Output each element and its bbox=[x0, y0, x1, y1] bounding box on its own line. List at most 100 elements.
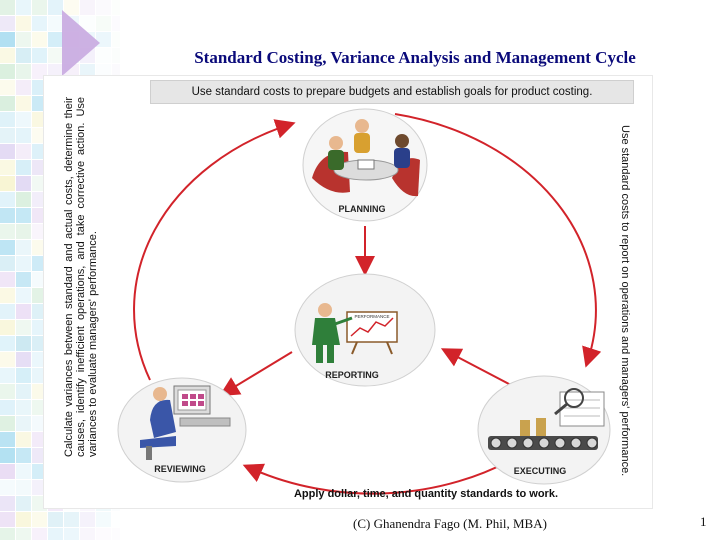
mosaic-tile bbox=[0, 352, 15, 367]
mosaic-tile bbox=[32, 16, 47, 31]
mosaic-tile bbox=[32, 208, 47, 223]
mosaic-tile bbox=[0, 176, 15, 191]
mosaic-tile bbox=[0, 496, 15, 511]
mosaic-tile bbox=[32, 128, 47, 143]
mosaic-tile bbox=[32, 448, 47, 463]
mosaic-tile bbox=[96, 48, 111, 63]
stage-label-reviewing: REVIEWING bbox=[154, 464, 206, 474]
mosaic-tile bbox=[32, 528, 47, 540]
mosaic-tile bbox=[0, 144, 15, 159]
mosaic-tile bbox=[16, 272, 31, 287]
mosaic-tile bbox=[16, 336, 31, 351]
mosaic-tile bbox=[96, 16, 111, 31]
mosaic-tile bbox=[16, 368, 31, 383]
caption-executing-report: Use standard costs to report on operatio… bbox=[619, 125, 631, 477]
mosaic-tile bbox=[32, 256, 47, 271]
mosaic-tile bbox=[16, 80, 31, 95]
cycle-arrow-executing-reviewing bbox=[242, 454, 521, 495]
performance-chart-label: PERFORMANCE bbox=[354, 314, 389, 319]
mosaic-tile bbox=[64, 528, 79, 540]
mosaic-tile bbox=[32, 176, 47, 191]
mosaic-tile bbox=[0, 32, 15, 47]
mosaic-tile bbox=[32, 352, 47, 367]
mosaic-tile bbox=[32, 80, 47, 95]
mosaic-tile bbox=[16, 16, 31, 31]
mosaic-tile bbox=[16, 464, 31, 479]
mosaic-tile bbox=[16, 240, 31, 255]
mosaic-tile bbox=[0, 400, 15, 415]
mosaic-tile bbox=[80, 0, 95, 15]
mosaic-tile bbox=[32, 432, 47, 447]
mosaic-tile bbox=[0, 96, 15, 111]
mosaic-tile bbox=[0, 320, 15, 335]
mosaic-tile bbox=[32, 48, 47, 63]
mosaic-tile bbox=[32, 480, 47, 495]
mosaic-tile bbox=[0, 512, 15, 527]
executing-illustration: EXECUTING bbox=[477, 375, 611, 485]
cycle-arrow-reviewing-planning bbox=[133, 119, 296, 381]
mosaic-tile bbox=[48, 64, 63, 79]
mosaic-tile bbox=[16, 416, 31, 431]
mosaic-tile bbox=[96, 32, 111, 47]
mosaic-tile bbox=[32, 192, 47, 207]
mosaic-tile bbox=[16, 96, 31, 111]
mosaic-tile bbox=[48, 16, 63, 31]
mosaic-tile bbox=[112, 32, 120, 47]
stage-label-reporting: REPORTING bbox=[325, 370, 379, 380]
mosaic-tile bbox=[64, 0, 79, 15]
mosaic-tile bbox=[16, 480, 31, 495]
mosaic-tile bbox=[112, 528, 120, 540]
mosaic-tile bbox=[0, 0, 15, 15]
mosaic-tile bbox=[16, 0, 31, 15]
mosaic-tile bbox=[32, 32, 47, 47]
stage-label-executing: EXECUTING bbox=[514, 466, 567, 476]
caption-planning: Use standard costs to prepare budgets an… bbox=[150, 80, 634, 104]
caption-reviewing: Calculate variances between standard and… bbox=[63, 97, 99, 457]
mosaic-tile bbox=[80, 64, 95, 79]
mosaic-tile bbox=[32, 240, 47, 255]
cycle-arrow-planning-executing bbox=[394, 113, 602, 368]
mosaic-tile bbox=[32, 464, 47, 479]
mosaic-tile bbox=[32, 272, 47, 287]
mosaic-tile bbox=[16, 208, 31, 223]
mosaic-tile bbox=[16, 432, 31, 447]
reviewing-illustration: REVIEWING bbox=[117, 377, 247, 483]
mosaic-tile bbox=[0, 80, 15, 95]
mosaic-tile bbox=[32, 512, 47, 527]
mosaic-tile bbox=[16, 400, 31, 415]
mosaic-tile bbox=[0, 112, 15, 127]
mosaic-tile bbox=[0, 272, 15, 287]
mosaic-tile bbox=[96, 528, 111, 540]
mosaic-tile bbox=[16, 304, 31, 319]
mosaic-tile bbox=[32, 336, 47, 351]
mosaic-tile bbox=[80, 16, 95, 31]
mosaic-tile bbox=[32, 64, 47, 79]
mosaic-tile bbox=[64, 512, 79, 527]
mosaic-tile bbox=[0, 64, 15, 79]
mosaic-tile bbox=[32, 400, 47, 415]
mosaic-tile bbox=[16, 128, 31, 143]
mosaic-tile bbox=[0, 432, 15, 447]
mosaic-tile bbox=[112, 512, 120, 527]
page-number: 1 bbox=[700, 514, 707, 529]
mosaic-tile bbox=[0, 336, 15, 351]
mosaic-tile bbox=[0, 256, 15, 271]
mosaic-tile bbox=[0, 304, 15, 319]
mosaic-tile bbox=[32, 112, 47, 127]
mosaic-tile bbox=[16, 288, 31, 303]
mosaic-tile bbox=[80, 528, 95, 540]
mosaic-tile bbox=[0, 528, 15, 540]
mosaic-tile bbox=[112, 16, 120, 31]
mosaic-tile bbox=[16, 320, 31, 335]
mosaic-tile bbox=[96, 512, 111, 527]
slide-title: Standard Costing, Variance Analysis and … bbox=[194, 48, 636, 67]
mosaic-tile bbox=[0, 128, 15, 143]
mosaic-tile bbox=[0, 288, 15, 303]
mosaic-tile bbox=[112, 0, 120, 15]
reporting-illustration: PERFORMANCE REPORTING bbox=[294, 273, 436, 387]
mosaic-tile bbox=[16, 528, 31, 540]
mosaic-tile bbox=[0, 48, 15, 63]
mosaic-tile bbox=[0, 384, 15, 399]
mosaic-tile bbox=[80, 512, 95, 527]
